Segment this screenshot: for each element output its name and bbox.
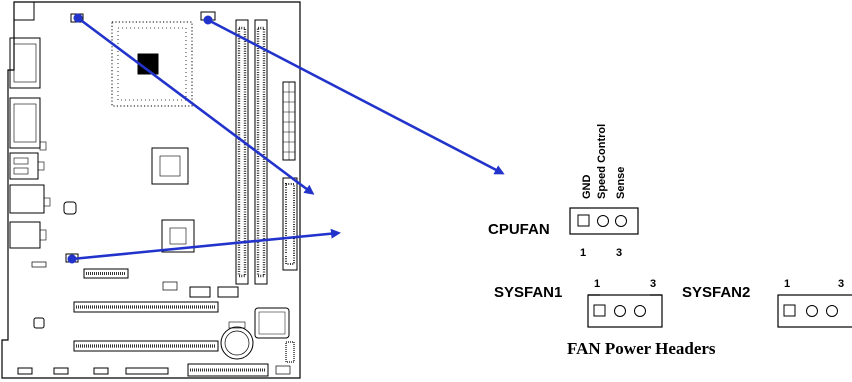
bottom-header-usb-1 <box>53 367 69 375</box>
sysfan2-label: SYSFAN2 <box>682 284 750 301</box>
super-io-chip <box>254 307 290 339</box>
pin-name-speed-control: Speed Control <box>596 124 608 199</box>
motherboard <box>1 1 301 379</box>
pin-name-gnd: GND <box>581 175 593 200</box>
northbridge <box>151 147 189 185</box>
cpufan-label: CPUFAN <box>488 221 550 238</box>
sysfan2-pin-first: 1 <box>784 278 790 290</box>
sysfan1-label: SYSFAN1 <box>494 284 562 301</box>
floppy-connector <box>187 363 269 377</box>
usb-port <box>9 152 39 180</box>
dimm-slot-1 <box>235 19 249 285</box>
pcie-x1-slot <box>83 268 129 279</box>
com-port <box>9 97 41 149</box>
cmos-battery <box>220 321 254 360</box>
lan-port <box>9 184 45 214</box>
bottom-header-audio <box>17 367 33 375</box>
cpufan-connector <box>569 207 639 235</box>
bottom-header-usb-2 <box>93 367 109 375</box>
cpufan-pin-first: 1 <box>580 247 586 259</box>
audio-port <box>9 221 41 249</box>
sata-connector-2 <box>217 286 239 298</box>
sysfan1-group: SYSFAN1 1 3 <box>494 278 663 328</box>
pci-slot-1 <box>73 301 219 313</box>
sysfan2-pin-last: 3 <box>838 278 844 290</box>
pin-name-sense: Sense <box>615 167 627 199</box>
diagram-caption: FAN Power Headers <box>567 339 716 358</box>
arrow-to-cpufan <box>77 16 315 195</box>
sysfan1-pin-first: 1 <box>594 278 600 290</box>
bottom-header-panel <box>125 367 169 375</box>
sata-connector-1 <box>189 286 211 298</box>
top-left-connector <box>13 1 35 21</box>
arrow-to-sysfan1 <box>207 18 505 175</box>
cpufan-group: GND Speed Control Sense CPUFAN 1 3 <box>488 124 639 259</box>
arrow-to-sysfan2 <box>71 228 341 261</box>
sysfan2-connector <box>777 294 852 328</box>
pointer-arrows <box>67 13 505 264</box>
sysfan1-connector <box>587 294 663 328</box>
cpufan-pin-last: 3 <box>616 247 622 259</box>
vga-port <box>9 37 41 89</box>
sysfan1-pin-last: 3 <box>650 278 656 290</box>
sysfan2-group: SYSFAN2 1 3 <box>682 278 852 328</box>
southbridge <box>161 219 195 253</box>
pci-slot-2 <box>73 340 219 352</box>
